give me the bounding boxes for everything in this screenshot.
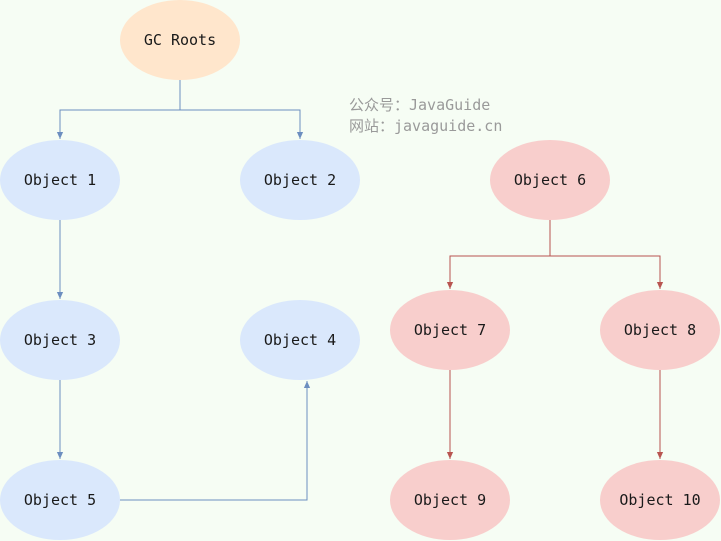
object-6-label: Object 6 bbox=[514, 171, 586, 189]
object-5-label: Object 5 bbox=[24, 491, 96, 509]
object-10-label: Object 10 bbox=[619, 491, 700, 509]
watermark-wechat: 公众号：JavaGuide bbox=[349, 96, 491, 114]
object-9-ellipse bbox=[390, 460, 510, 540]
watermark: 公众号：JavaGuide 网站：javaguide.cn bbox=[349, 95, 502, 137]
object-8-label: Object 8 bbox=[624, 321, 696, 339]
edge-object-6-to-object-8 bbox=[549, 220, 664, 289]
node-object-5: Object 5 bbox=[0, 460, 120, 540]
gc-roots-ellipse bbox=[120, 0, 240, 80]
node-object-2: Object 2 bbox=[240, 140, 360, 220]
node-gc-roots: GC Roots bbox=[120, 0, 240, 80]
object-3-label: Object 3 bbox=[24, 331, 96, 349]
edge-gc-roots-to-object-2 bbox=[179, 80, 304, 139]
object-1-label: Object 1 bbox=[24, 171, 96, 189]
object-2-label: Object 2 bbox=[264, 171, 336, 189]
object-3-ellipse bbox=[0, 300, 120, 380]
object-4-ellipse bbox=[240, 300, 360, 380]
object-8-ellipse bbox=[600, 290, 720, 370]
node-object-7: Object 7 bbox=[390, 290, 510, 370]
edge-object-5-to-object-4 bbox=[120, 381, 311, 501]
object-9-label: Object 9 bbox=[414, 491, 486, 509]
gc-roots-label: GC Roots bbox=[144, 31, 216, 49]
object-2-ellipse bbox=[240, 140, 360, 220]
object-1-ellipse bbox=[0, 140, 120, 220]
edge-object-6-to-object-7 bbox=[446, 220, 551, 289]
object-4-label: Object 4 bbox=[264, 331, 336, 349]
object-10-ellipse bbox=[600, 460, 720, 540]
object-7-ellipse bbox=[390, 290, 510, 370]
node-object-9: Object 9 bbox=[390, 460, 510, 540]
node-object-6: Object 6 bbox=[490, 140, 610, 220]
edge-gc-roots-to-object-1 bbox=[56, 80, 181, 139]
object-6-ellipse bbox=[490, 140, 610, 220]
node-object-10: Object 10 bbox=[600, 460, 720, 540]
edge-layer bbox=[56, 80, 664, 501]
node-object-3: Object 3 bbox=[0, 300, 120, 380]
object-5-ellipse bbox=[0, 460, 120, 540]
node-object-8: Object 8 bbox=[600, 290, 720, 370]
node-object-4: Object 4 bbox=[240, 300, 360, 380]
object-7-label: Object 7 bbox=[414, 321, 486, 339]
node-object-1: Object 1 bbox=[0, 140, 120, 220]
watermark-website: 网站：javaguide.cn bbox=[349, 117, 503, 135]
